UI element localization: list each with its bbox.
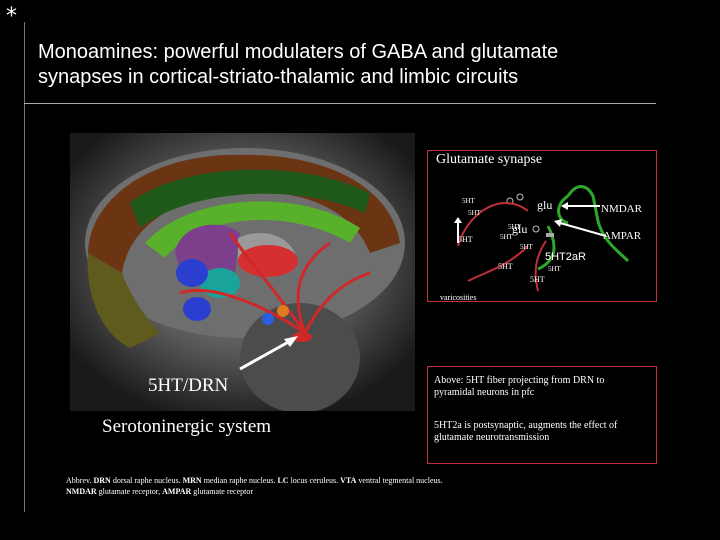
description-text-2: 5HT2a is postsynaptic, augments the effe… [434, 420, 618, 443]
label-ampar: AMPAR [603, 230, 642, 242]
label-5ht-a: 5HT [462, 197, 475, 205]
abbreviations-footnote: Abbrev. DRN dorsal raphe nucleus. MRN me… [66, 475, 656, 497]
slide-bullet: * [6, 4, 17, 29]
label-5ht-big-2: 5HT [498, 262, 513, 271]
abbrev-mrn-value: median raphe nucleus. [203, 476, 276, 485]
label-5ht-b: 5HT [468, 209, 481, 217]
abbrev-mrn-key: MRN [182, 476, 202, 485]
title-line-1: Monoamines: powerful modulaters of GABA … [38, 41, 559, 63]
abbrev-nmdar-key: NMDAR [66, 487, 97, 496]
description-box: Above: 5HT fiber projecting from DRN to … [427, 366, 657, 464]
label-glu-2: glu [512, 222, 528, 236]
title-underline [24, 103, 656, 104]
description-text-1: Above: 5HT fiber projecting from DRN to … [434, 375, 605, 398]
abbrev-ampar-key: AMPAR [162, 487, 192, 496]
varicosities-label: varicosities [440, 293, 477, 302]
label-5ht-f: 5HT [548, 265, 561, 273]
abbrev-nmdar-value: glutamate receptor, [98, 487, 161, 496]
label-5ht-e: 5HT [520, 243, 533, 251]
label-5ht2ar: 5HT2aR [545, 251, 586, 263]
abbrev-vta-value: ventral tegmental nucleus. [358, 476, 443, 485]
abbrev-ampar-value: glutamate receptor [193, 487, 254, 496]
abbrev-vta-key: VTA [340, 476, 357, 485]
label-glu-1: glu [537, 198, 553, 212]
drn-label: 5HT/DRN [148, 375, 229, 396]
synapse-diagram [454, 185, 630, 292]
label-5ht-c: 5HT [508, 223, 521, 231]
serotoninergic-system-label: Serotoninergic system [102, 416, 272, 437]
abbrev-lc-value: locus ceruleus. [290, 476, 339, 485]
vertical-rule [24, 22, 25, 512]
glutamate-synapse-panel [427, 150, 657, 302]
label-nmdar: NMDAR [601, 203, 642, 215]
glutamate-synapse-title: Glutamate synapse [436, 152, 543, 167]
abbrev-lc-key: LC [277, 476, 289, 485]
abbrev-drn-value: dorsal raphe nucleus. [112, 476, 181, 485]
abbrev-prefix: Abbrev. [66, 476, 92, 485]
slide-title: Monoamines: powerful modulaters of GABA … [38, 40, 678, 90]
abbrev-drn-key: DRN [93, 476, 111, 485]
title-line-2: synapses in cortical-striato-thalamic an… [38, 66, 519, 88]
label-5ht-g: 5HT [530, 275, 545, 284]
label-5ht-d: 5HT [500, 233, 513, 241]
label-5ht-big-1: 5HT [458, 235, 473, 244]
brain-mri-illustration [70, 133, 415, 411]
